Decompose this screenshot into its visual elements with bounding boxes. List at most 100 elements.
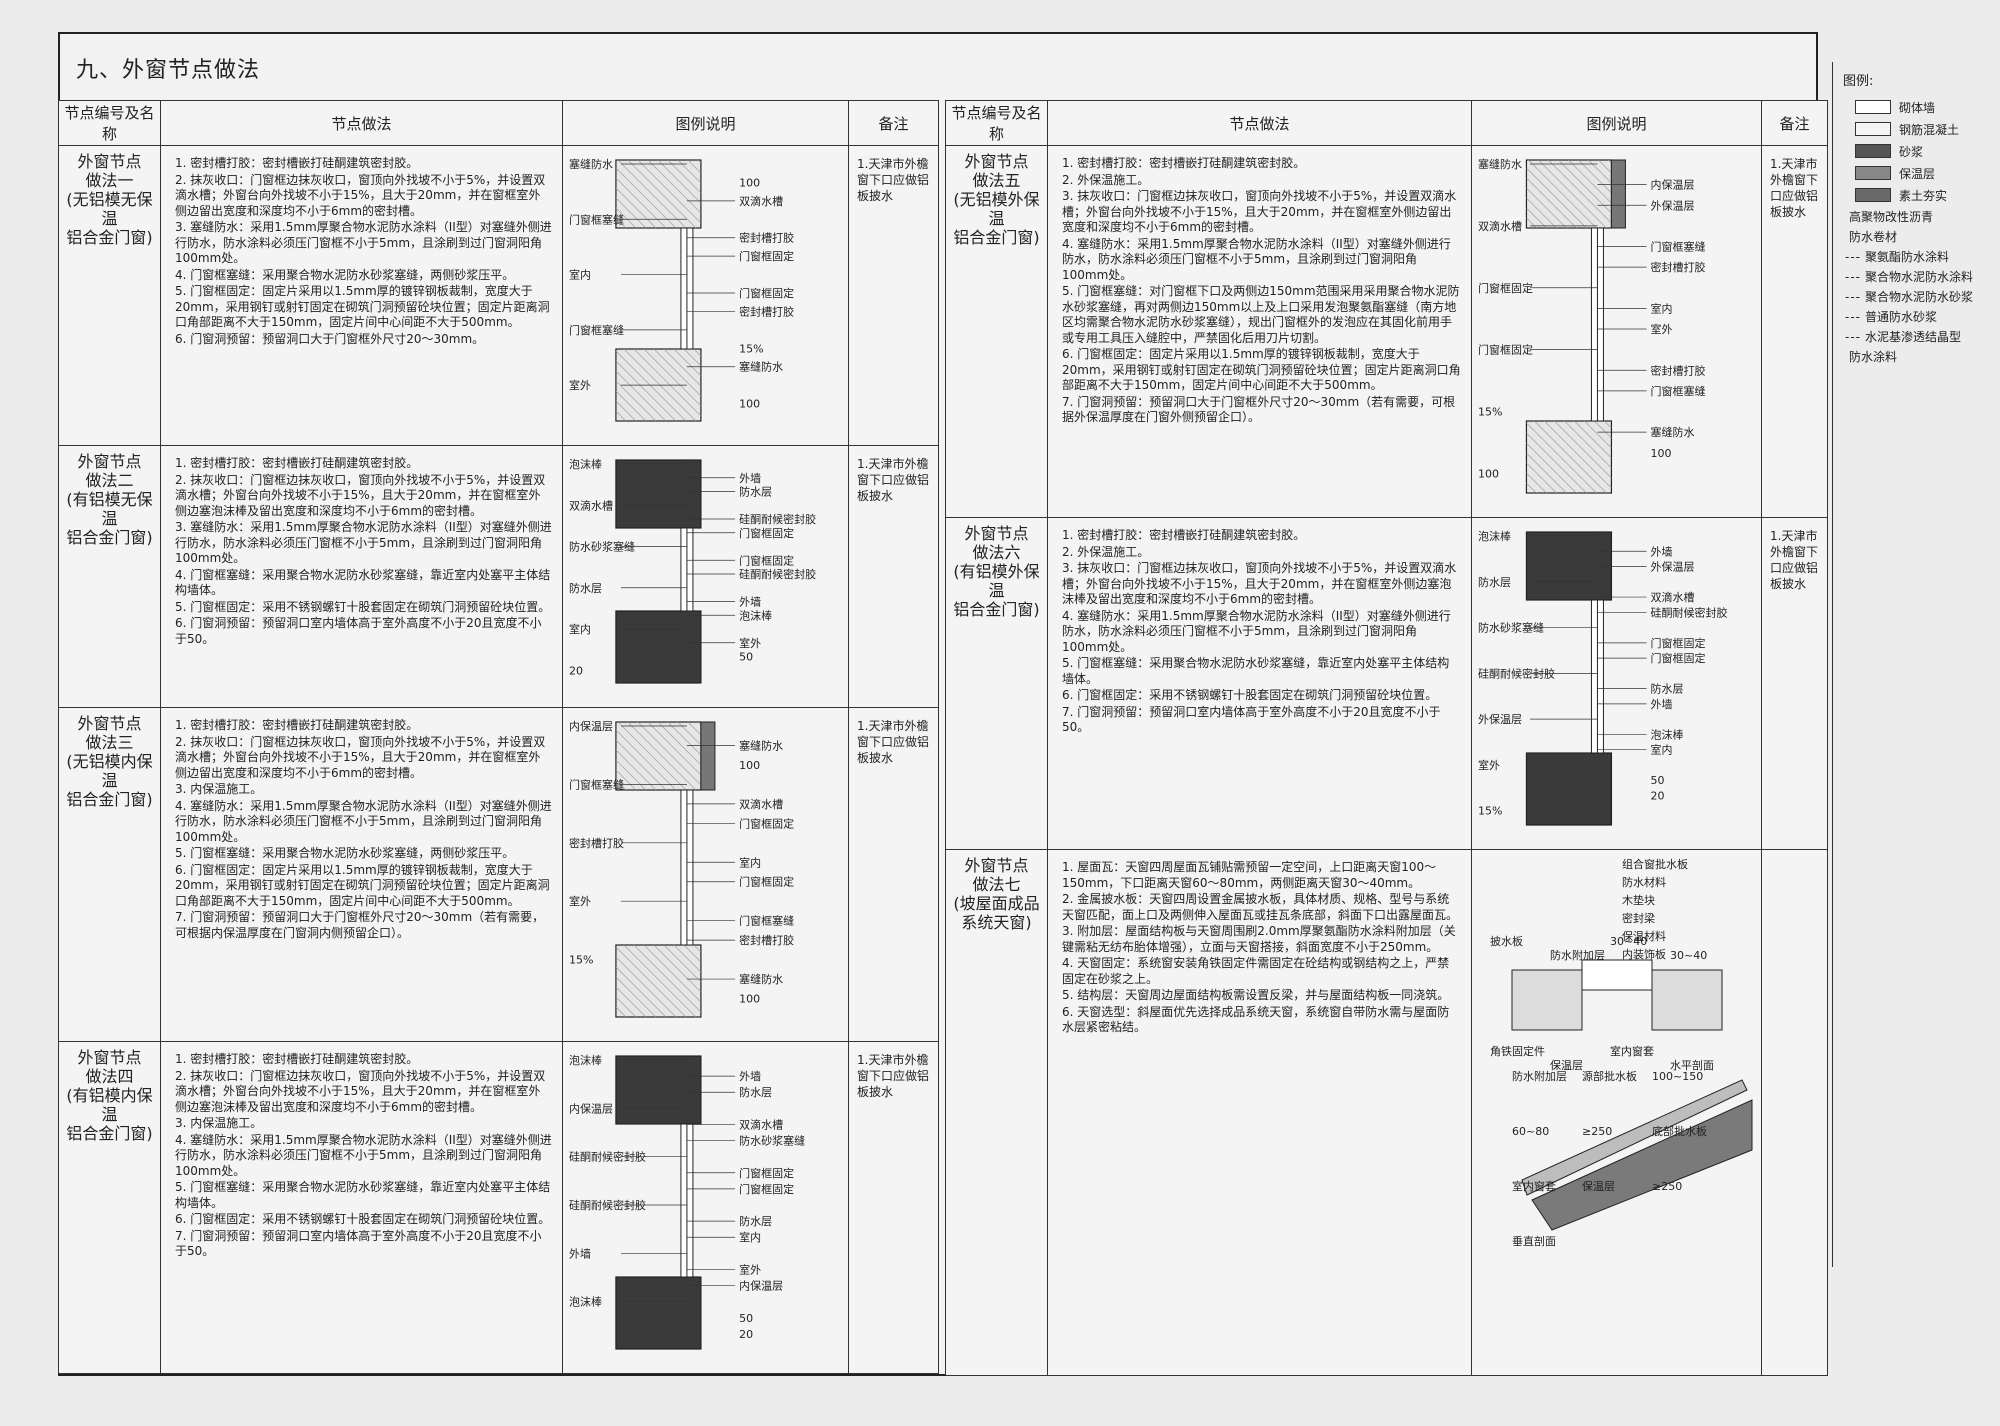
figure-label: 内装饰板 <box>1622 947 1666 961</box>
wall-section <box>1525 159 1613 229</box>
node-steps: 1. 屋面瓦：天窗四周屋面瓦铺贴需预留一定空间，上口距离天窗100～150mm，… <box>1047 849 1472 1376</box>
node-name-line: 做法二 <box>85 471 134 490</box>
step-text: 7. 门窗洞预留：预留洞口室内墙体高于室外高度不小于20且宽度不小于50。 <box>1062 704 1441 735</box>
figure-label: 泡沫棒 <box>1478 529 1511 543</box>
figure-label: 100 <box>739 759 760 772</box>
hatch-line <box>615 759 647 791</box>
node-name-line: 系统天窗) <box>961 913 1032 932</box>
roof-section <box>1511 969 1583 1031</box>
legend-line-row: ---聚合物水泥防水砂浆 <box>1845 289 1973 305</box>
hatch-line <box>623 944 697 1018</box>
hatch-line <box>615 197 647 229</box>
figure-label: 100 <box>1478 467 1499 480</box>
step-text: 5. 结构层：天窗周边屋面结构板需设置反梁，并与屋面结构板一同浇筑。 <box>1062 988 1450 1002</box>
step-text: 4. 塞缝防水：采用1.5mm厚聚合物水泥防水涂料（II型）对塞缝外侧进行防水，… <box>175 1132 552 1178</box>
figure-label: 泡沫棒 <box>1651 727 1684 741</box>
legend-swatch <box>1855 100 1891 114</box>
hatch-line <box>643 944 702 1003</box>
step-text: 4. 塞缝防水：采用1.5mm厚聚合物水泥防水涂料（II型）对塞缝外侧进行防水，… <box>175 798 552 844</box>
legend-line-row: ---聚合物水泥防水涂料 <box>1845 269 1973 285</box>
node-note: 1.天津市外檐窗下口应做铝板披水 <box>848 707 939 1042</box>
detail-drawing: 泡沫棒外墙防水层内保温层双滴水槽防水砂浆塞缝硅酮耐候密封胶门窗框固定门窗框固定硅… <box>569 1053 805 1350</box>
left-node-table: 节点编号及名称 节点做法 图例说明 备注 外窗节点做法一(无铝模无保温铝合金门窗… <box>58 100 939 1374</box>
node-row: 外窗节点做法一(无铝模无保温铝合金门窗)1. 密封槽打胶：密封槽嵌打硅酮建筑密封… <box>58 145 939 446</box>
node-name-line: 外窗节点 <box>77 152 142 171</box>
hatch-line <box>657 721 702 766</box>
hatch-line <box>615 966 667 1018</box>
step-text: 5. 门窗框固定：固定片采用以1.5mm厚的镀锌钢板裁制，宽度大于20mm，采用… <box>175 284 550 329</box>
hatch-line <box>1526 217 1537 229</box>
figure-label: 防水砂浆塞缝 <box>569 540 635 554</box>
figure-label: 双滴水槽 <box>1651 590 1695 604</box>
legend-line-row: ---聚氨酯防水涂料 <box>1845 249 1973 265</box>
header-node: 节点编号及名称 <box>58 100 161 146</box>
figure-label: 双滴水槽 <box>739 797 783 811</box>
wall-section <box>615 721 702 791</box>
figure-label: 防水层 <box>739 1085 772 1099</box>
node-figure: 塞缝防水内保温层外保温层双滴水槽门窗框塞缝密封槽打胶门窗框固定室内室外门窗框固定… <box>1471 145 1762 518</box>
node-name-line: 做法五 <box>972 171 1021 190</box>
legend-line-label: 聚氨酯防水涂料 <box>1865 250 1950 264</box>
node-figure: 泡沫棒外墙防水层内保温层双滴水槽防水砂浆塞缝硅酮耐候密封胶门窗框固定门窗框固定硅… <box>562 1041 849 1374</box>
hatch-line <box>687 721 702 736</box>
hatch-line <box>615 187 657 229</box>
step-text: 4. 天窗固定：系统窗安装角铁固定件需固定在砼结构或钢结构之上，严禁固定在砂浆之… <box>1062 956 1450 986</box>
node-name-line: 外窗节点 <box>964 524 1029 543</box>
legend-line-label: 防水卷材 <box>1849 230 1898 244</box>
node-name-line: 铝合金门窗) <box>66 228 153 247</box>
figure-label: 防水附加层 <box>1512 1069 1567 1083</box>
hatch-line <box>615 360 677 422</box>
page-title: 九、外窗节点做法 <box>76 58 261 83</box>
step-text: 3. 抹灰收口：门窗框边抹灰收口，窗顶向外找坡不小于5%，并设置双滴水槽；外窗台… <box>1062 561 1457 606</box>
figure-label: 60~80 <box>1512 1125 1549 1138</box>
step-text: 2. 抹灰收口：门窗框边抹灰收口，窗顶向外找坡不小于5%，并设置双滴水槽；外窗台… <box>175 1068 546 1114</box>
legend-swatch-row: 砌体墙 <box>1855 99 1973 115</box>
hatch-line <box>1544 420 1612 489</box>
hatch-line <box>615 739 667 791</box>
hatch-line <box>633 944 702 1013</box>
hatch-line <box>1558 159 1612 214</box>
node-name-line: (有铝模无保温 <box>66 490 153 528</box>
step-text: 5. 门窗框塞缝：采用聚合物水泥防水砂浆塞缝，靠近室内处塞平主体结构墙体。 <box>175 1180 551 1210</box>
hatch-line <box>615 207 637 229</box>
figure-label: 塞缝防水 <box>1651 425 1695 439</box>
node-name-line: (坡屋面成品 <box>953 894 1040 913</box>
hatch-line <box>615 749 657 791</box>
figure-label: 泡沫棒 <box>569 1053 602 1067</box>
step-text: 4. 塞缝防水：采用1.5mm厚聚合物水泥防水涂料（II型）对塞缝外侧进行防水，… <box>1062 608 1451 654</box>
hatch-line <box>615 976 657 1018</box>
hatch-line <box>1574 420 1612 459</box>
node-name: 外窗节点做法二(有铝模无保温铝合金门窗) <box>58 445 161 708</box>
hatch-line <box>615 177 667 229</box>
hatch-line <box>1538 159 1607 229</box>
hatch-line <box>615 350 687 422</box>
roof-insulation <box>1531 1099 1753 1231</box>
figure-label: 双滴水槽 <box>1478 219 1522 233</box>
hatch-line <box>615 400 637 422</box>
node-name-line: (无铝模无保温 <box>66 190 153 228</box>
node-name: 外窗节点做法六(有铝模外保温铝合金门窗) <box>945 517 1048 850</box>
node-steps: 1. 密封槽打胶：密封槽嵌打硅酮建筑密封胶。2. 外保温施工。3. 抹灰收口：门… <box>1047 145 1472 518</box>
figure-label: 15% <box>569 954 593 967</box>
node-name-line: 铝合金门窗) <box>66 528 153 547</box>
figure-label: 密封梁 <box>1622 911 1655 925</box>
figure-label: 15% <box>1478 805 1502 818</box>
node-name: 外窗节点做法四(有铝模内保温铝合金门窗) <box>58 1041 161 1374</box>
figure-label: 室外 <box>1478 758 1500 772</box>
hatch-line <box>615 729 677 791</box>
hatch-line <box>1528 159 1597 229</box>
step-text: 1. 密封槽打胶：密封槽嵌打硅酮建筑密封胶。 <box>175 1052 419 1066</box>
legend-line-row: 防水涂料 <box>1845 349 1973 365</box>
hatch-line <box>697 159 702 164</box>
figure-label: 密封槽打胶 <box>1651 260 1706 274</box>
figure-label: 100 <box>739 176 760 189</box>
figure-label: 15% <box>739 342 763 355</box>
node-steps: 1. 密封槽打胶：密封槽嵌打硅酮建筑密封胶。2. 外保温施工。3. 抹灰收口：门… <box>1047 517 1472 850</box>
figure-label: 双滴水槽 <box>569 498 613 512</box>
header-figure: 图例说明 <box>562 100 849 146</box>
figure-label: 门窗框固定 <box>1651 636 1706 650</box>
step-text: 4. 塞缝防水：采用1.5mm厚聚合物水泥防水涂料（II型）对塞缝外侧进行防水，… <box>1062 236 1451 282</box>
node-name: 外窗节点做法一(无铝模无保温铝合金门窗) <box>58 145 161 446</box>
node-steps: 1. 密封槽打胶：密封槽嵌打硅酮建筑密封胶。2. 抹灰收口：门窗框边抹灰收口，窗… <box>160 445 563 708</box>
